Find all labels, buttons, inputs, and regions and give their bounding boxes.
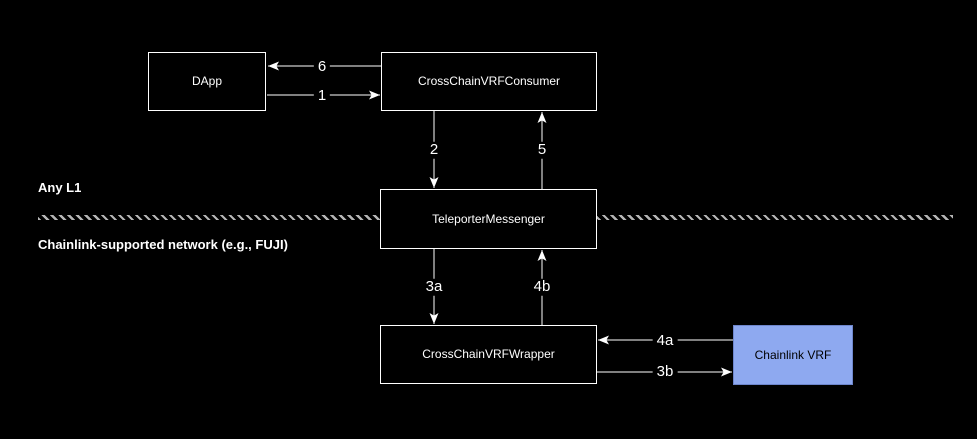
node-chainlink-vrf: Chainlink VRF (733, 325, 853, 385)
edge-label-6: 6 (313, 58, 331, 76)
edge-label-2: 2 (425, 141, 443, 159)
region-label-any-l1: Any L1 (38, 180, 82, 195)
edge-label-3a: 3a (421, 278, 447, 296)
edge-label-1: 1 (313, 87, 331, 105)
edge-label-3b: 3b (652, 363, 678, 381)
edge-label-4a: 4a (652, 332, 678, 350)
edge-label-4b: 4b (529, 278, 555, 296)
node-crosschain-vrf-consumer: CrossChainVRFConsumer (381, 52, 597, 111)
edge-label-5: 5 (533, 141, 551, 159)
node-teleporter-messenger: TeleporterMessenger (380, 189, 597, 249)
region-label-chainlink-network: Chainlink-supported network (e.g., FUJI) (38, 237, 288, 252)
node-crosschain-vrf-wrapper: CrossChainVRFWrapper (380, 325, 597, 384)
node-dapp: DApp (148, 52, 266, 111)
